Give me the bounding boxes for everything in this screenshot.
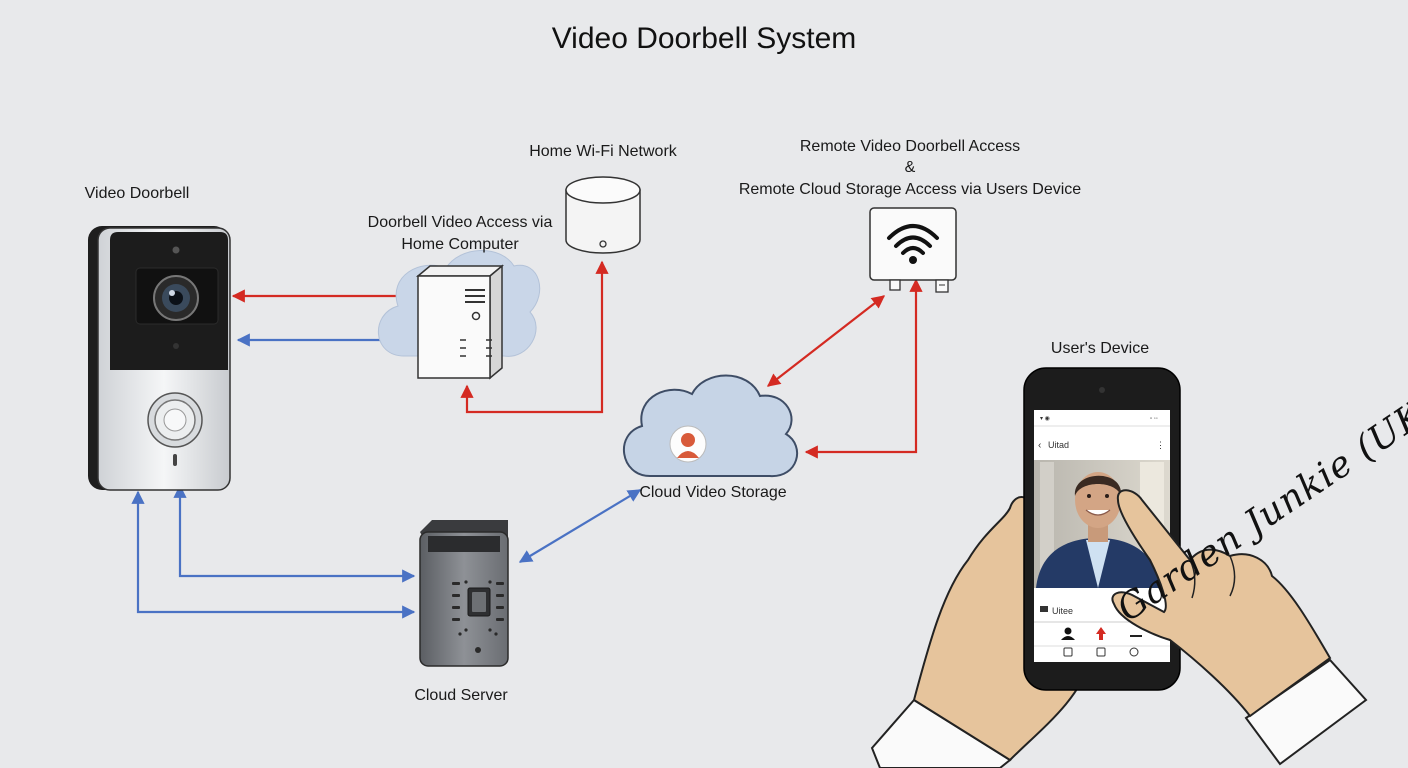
arrow-cloud-to-remote [766,295,886,387]
right-hand-icon [1111,489,1368,766]
remote-access-label-line1: Remote Video Doorbell Access [799,138,1021,155]
arrow-doorbell-to-server-lower [131,490,416,619]
doorbell-camera-icon [88,226,231,491]
cloud-storage-label: Cloud Video Storage [639,484,787,501]
router-icon [415,264,505,380]
cloud-server-label: Cloud Server [414,687,508,704]
wifi-icon [869,207,957,293]
svg-text:⋮: ⋮ [1156,440,1165,450]
user-avatar-icon [669,425,707,463]
cloud-icon [622,374,799,478]
users-device-label: User's Device [1050,340,1150,357]
wifi-network-label: Home Wi-Fi Network [529,143,677,160]
keypad-icon [419,520,509,667]
arrow-doorbell-to-server-upper [173,484,416,583]
remote-access-label-line3: Remote Cloud Storage Access via Users De… [738,181,1082,198]
app-header-text: Uitad [1048,440,1069,450]
app-bar-text: Uitee [1052,606,1073,616]
home-computer-label-line1: Doorbell Video Access via [367,214,553,231]
home-computer-label-line2: Home Computer [401,236,519,253]
video-doorbell-label: Video Doorbell [84,185,190,202]
remote-access-label-line2: & [904,159,916,176]
arrow-server-to-cloud [518,489,642,563]
diagram-title: Video Doorbell System [551,22,857,55]
connection-arrows [131,260,923,619]
arrow-wifi-to-computer [460,260,609,414]
cylinder-hub-icon [565,176,641,254]
svg-text:▾ ◉: ▾ ◉ [1040,416,1050,422]
svg-text:▫ ◦◦: ▫ ◦◦ [1150,416,1158,422]
arrow-remote-to-cloud [804,278,923,459]
svg-text:‹: ‹ [1038,440,1041,451]
